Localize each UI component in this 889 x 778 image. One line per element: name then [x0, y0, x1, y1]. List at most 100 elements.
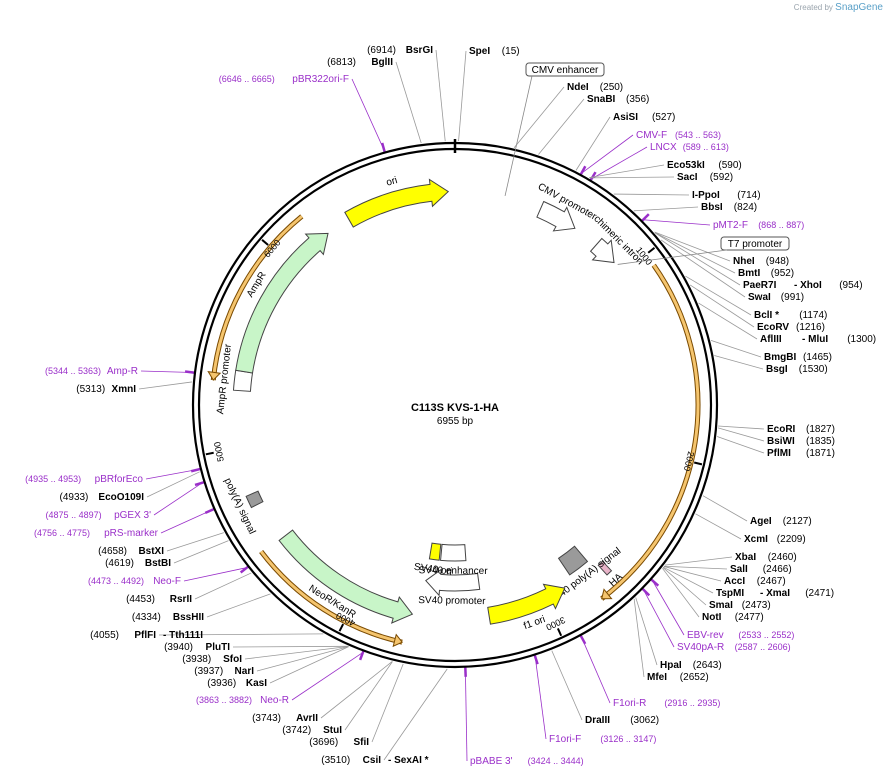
site-neo-r[interactable]: Neo-R(3863 .. 3882) — [196, 695, 289, 706]
orf-arc — [600, 264, 700, 600]
site-name: NheI — [733, 256, 755, 267]
site-sfii[interactable]: SfiI(3696) — [309, 737, 369, 748]
feature-ori[interactable]: ori — [344, 175, 450, 228]
site-name: pMT2-F — [713, 220, 748, 231]
site-name: CMV-F — [636, 130, 667, 141]
site-snabi[interactable]: SnaBI(356) — [587, 94, 649, 105]
site-bsgi[interactable]: BsgI(1530) — [766, 364, 828, 375]
primer-mark — [579, 165, 587, 176]
site-bstbi[interactable]: BstBI(4619) — [105, 558, 171, 569]
site-position: (3424 .. 3444) — [528, 756, 584, 766]
site-f1ori-r[interactable]: F1ori-R(2916 .. 2935) — [613, 698, 720, 709]
site-mfei[interactable]: MfeI(2652) — [647, 672, 709, 683]
site-xcmi[interactable]: XcmI(2209) — [744, 534, 806, 545]
site-xmni[interactable]: XmnI(5313) — [76, 384, 136, 395]
site-leader — [351, 78, 385, 151]
site-eco53ki[interactable]: Eco53kI(590) — [667, 160, 742, 171]
site-name: SmaI — [709, 600, 733, 611]
site-sali[interactable]: SalI(2466) — [730, 564, 792, 575]
site-neo-f[interactable]: Neo-F(4473 .. 4492) — [88, 576, 181, 587]
site-leader — [580, 636, 611, 704]
site-afliii[interactable]: AflIII — [760, 334, 782, 345]
site-bbsi[interactable]: BbsI(824) — [701, 202, 757, 213]
site-xbai[interactable]: XbaI(2460) — [735, 552, 797, 563]
site-bglii[interactable]: BglII(6813) — [327, 57, 393, 68]
site-bsshii[interactable]: BssHII(4334) — [132, 612, 204, 623]
site-avrii[interactable]: AvrII(3743) — [252, 713, 318, 724]
feature-sv40-promoter[interactable]: SV40 promoter — [418, 568, 486, 607]
site-pflmi[interactable]: PflMI(1871) — [767, 448, 835, 459]
site-lncx[interactable]: LNCX(589 .. 613) — [650, 142, 729, 153]
feature-sv40-enhancer[interactable]: SV40 enhancer — [419, 543, 489, 577]
site-nhei[interactable]: NheI(948) — [733, 256, 789, 267]
site-bmgbi[interactable]: BmgBI(1465) — [764, 352, 832, 363]
site-sv40pa-r[interactable]: SV40pA-R(2587 .. 2606) — [677, 642, 791, 653]
primer-mark — [194, 480, 205, 487]
site-mlui[interactable]: - MluI(1300) — [802, 334, 876, 345]
site-leader — [320, 661, 393, 719]
site-swai[interactable]: SwaI(991) — [748, 292, 804, 303]
feature-chimeric-intron[interactable]: chimeric intron — [589, 214, 646, 268]
feature-cmv-promoter[interactable]: CMV promoter — [536, 181, 599, 232]
site-xmai[interactable]: - XmaI(2471) — [760, 588, 834, 599]
site-csii[interactable]: CsiI(3510) — [321, 755, 381, 766]
site-ecoo109i[interactable]: EcoO109I(4933) — [59, 492, 144, 503]
feature-poly-a-signal[interactable]: poly(A) signal — [222, 477, 264, 537]
site-pbabe-3[interactable]: pBABE 3'(3424 .. 3444) — [470, 756, 584, 767]
site-bsiwi[interactable]: BsiWI(1835) — [767, 436, 835, 447]
site-sexai[interactable]: - SexAI * — [388, 755, 429, 766]
site-acci[interactable]: AccI(2467) — [724, 576, 786, 587]
orf-arrowhead — [392, 633, 403, 648]
site-name: CsiI — [363, 755, 382, 766]
site-ebv-rev[interactable]: EBV-rev(2533 .. 2552) — [687, 630, 794, 641]
site-tth111i[interactable]: - Tth111I — [163, 630, 203, 641]
site-bsrgi[interactable]: BsrGI(6914) — [367, 45, 433, 56]
site-pgex-3[interactable]: pGEX 3'(4875 .. 4897) — [46, 510, 152, 521]
site-sfoi[interactable]: SfoI(3938) — [182, 654, 242, 665]
credit: Created by SnapGene — [794, 2, 883, 13]
site-kasi[interactable]: KasI(3936) — [207, 678, 267, 689]
site-name: Neo-F — [153, 576, 181, 587]
site-name: BstXI — [138, 546, 164, 557]
site-pbr322ori-f[interactable]: pBR322ori-F(6646 .. 6665) — [219, 74, 349, 85]
site-name: DraIII — [585, 715, 610, 726]
site-ndei[interactable]: NdeI(250) — [567, 82, 623, 93]
site-pflfi[interactable]: PflFI(4055) — [90, 630, 156, 641]
site-i-ppoi[interactable]: I-PpoI(714) — [692, 190, 761, 201]
site-position: (356) — [626, 94, 649, 105]
site-nari[interactable]: NarI(3937) — [194, 666, 254, 677]
site-amp-r[interactable]: Amp-R(5344 .. 5363) — [45, 366, 138, 377]
site-tspmi[interactable]: TspMI — [716, 588, 744, 599]
site-ecori[interactable]: EcoRI(1827) — [767, 424, 835, 435]
site-noti[interactable]: NotI(2477) — [702, 612, 764, 623]
site-position: (589 .. 613) — [683, 142, 729, 152]
feature-sv40-ori[interactable]: SV40 ori — [413, 542, 453, 578]
site-stui[interactable]: StuI(3742) — [282, 725, 342, 736]
site-bmti[interactable]: BmtI(952) — [738, 268, 794, 279]
site-f1ori-f[interactable]: F1ori-F(3126 .. 3147) — [549, 734, 656, 745]
site-asisi[interactable]: AsiSI(527) — [613, 112, 675, 123]
site-pbrforeco[interactable]: pBRforEco(4935 .. 4953) — [25, 474, 143, 485]
site-leader — [716, 436, 765, 454]
site-name: PflMI — [767, 448, 791, 459]
site-prs-marker[interactable]: pRS-marker(4756 .. 4775) — [34, 528, 159, 539]
site-pluti[interactable]: PluTI(3940) — [164, 642, 230, 653]
site-draiii[interactable]: DraIII(3062) — [585, 715, 659, 726]
site-bcli[interactable]: BclI *(1174) — [754, 310, 827, 321]
site-pmt2-f[interactable]: pMT2-F(868 .. 887) — [713, 220, 804, 231]
site-paer7i[interactable]: PaeR7I — [743, 280, 777, 291]
feature-t7-promoter[interactable]: T7 promoter — [617, 236, 790, 265]
site-agei[interactable]: AgeI(2127) — [750, 516, 812, 527]
site-ecorv[interactable]: EcoRV(1216) — [757, 322, 825, 333]
site-saci[interactable]: SacI(592) — [677, 172, 733, 183]
site-bstxi[interactable]: BstXI(4658) — [98, 546, 164, 557]
site-xhoi[interactable]: - XhoI(954) — [794, 280, 863, 291]
site-spei[interactable]: SpeI(15) — [469, 46, 520, 57]
feature-cmv-enhancer[interactable]: CMV enhancer — [504, 62, 605, 196]
site-smai[interactable]: SmaI(2473) — [709, 600, 771, 611]
site-rsrii[interactable]: RsrII(4453) — [126, 594, 192, 605]
feature-ampr[interactable]: AmpR — [235, 232, 329, 374]
site-cmv-f[interactable]: CMV-F(543 .. 563) — [636, 130, 721, 141]
site-leader — [633, 598, 645, 678]
site-hpai[interactable]: HpaI(2643) — [660, 660, 722, 671]
